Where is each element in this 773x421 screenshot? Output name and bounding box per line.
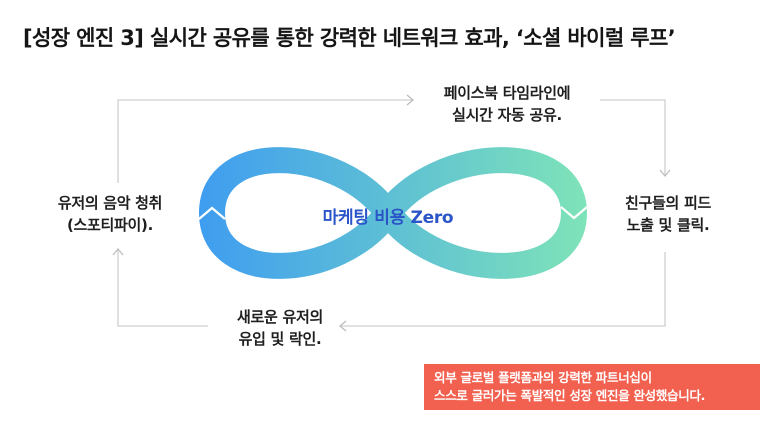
step-left-line-2: (스포티파이). [66,216,153,234]
connector-left-to-top [117,99,412,183]
connector-right-to-bottom [340,252,666,327]
step-right-line-2: 노출 및 클릭. [626,216,710,234]
page-title: [성장 엔진 3] 실시간 공유를 통한 강력한 네트워크 효과, ‘소셜 바이… [23,26,676,50]
loop-notch-right [560,206,588,220]
cycle-connectors [117,99,666,327]
step-bottom-line-2: 유입 및 락인. [238,330,322,348]
summary-note: 외부 글로벌 플랫폼과의 강력한 파트너십이 스스로 굴러가는 폭발적인 성장 … [424,364,760,410]
step-right-label: 친구들의 피드 노출 및 클릭. [593,192,743,236]
arrowhead-bottom [338,320,347,332]
center-label: 마케팅 비용 Zero [322,208,454,228]
connector-bottom-to-left [117,250,208,327]
arrowhead-left [112,247,124,256]
cycle-arrowheads [112,94,671,332]
arrowhead-right [659,169,671,178]
step-top-line-2: 실시간 자동 공유. [452,106,562,124]
arrowhead-top [406,94,415,106]
step-bottom-line-1: 새로운 유저의 [237,308,323,326]
step-top-label: 페이스북 타임라인에 실시간 자동 공유. [422,82,592,126]
loop-notch-left [198,206,226,220]
summary-note-line-2: 스스로 굴러가는 폭발적인 성장 엔진을 완성했습니다. [434,388,706,403]
step-left-label: 유저의 음악 청취 (스포티파이). [30,192,190,236]
step-right-line-1: 친구들의 피드 [625,194,711,212]
infinity-loop [199,147,587,279]
step-bottom-label: 새로운 유저의 유입 및 락인. [200,306,360,350]
step-left-line-1: 유저의 음악 청취 [57,194,163,212]
connector-top-to-right [600,99,666,175]
step-top-line-1: 페이스북 타임라인에 [443,84,571,102]
summary-note-line-1: 외부 글로벌 플랫폼과의 강력한 파트너십이 [434,370,652,385]
